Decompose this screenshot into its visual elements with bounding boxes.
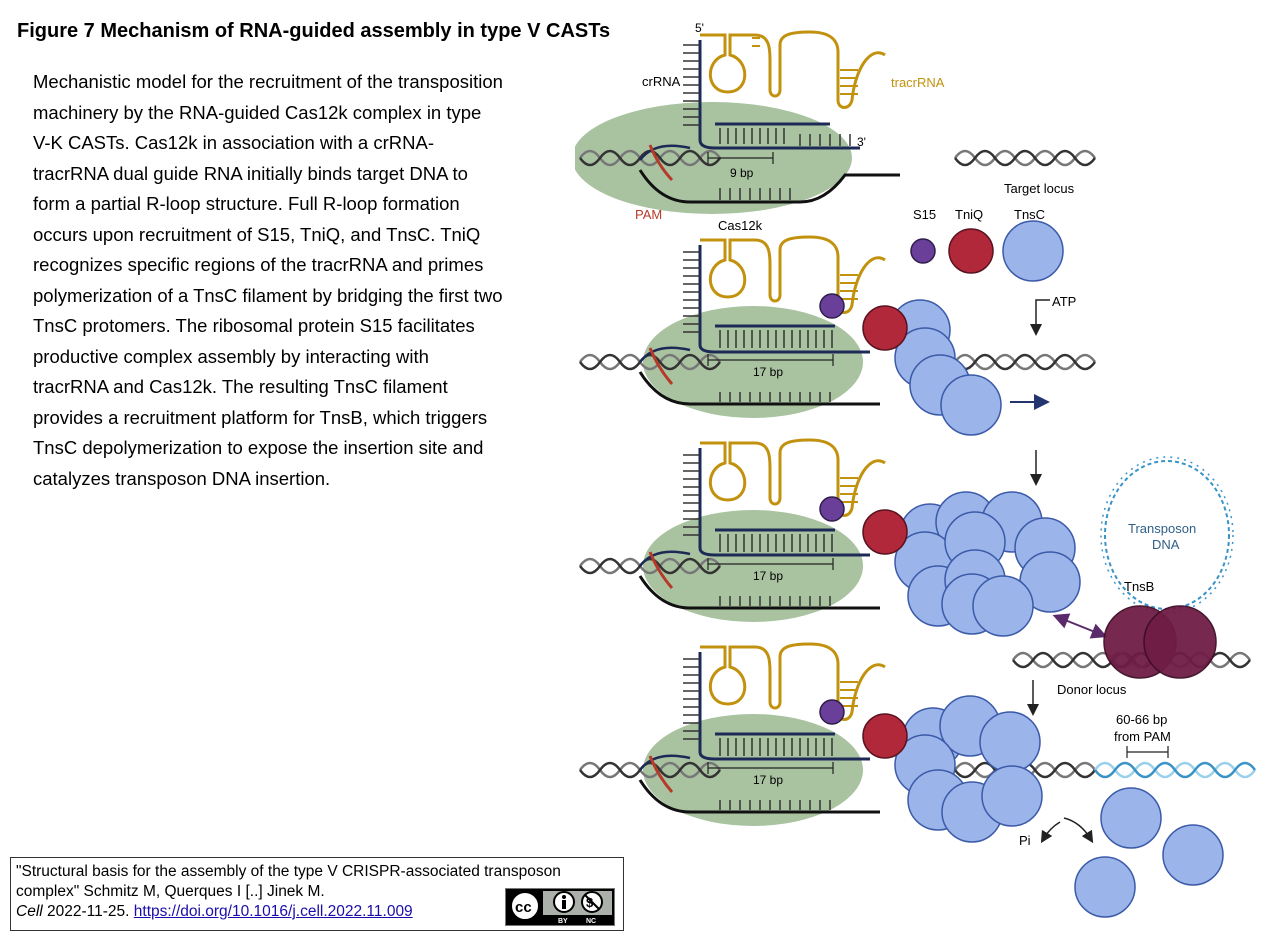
citation-box: "Structural basis for the assembly of th… (10, 857, 624, 931)
tnsc-protein (1162, 824, 1224, 886)
tracrrna-label: tracrRNA (891, 75, 945, 90)
distance-label-line1: 60-66 bp (1116, 712, 1167, 727)
donor-locus-label: Donor locus (1057, 682, 1127, 697)
transposon-label-line2: DNA (1152, 537, 1180, 552)
citation-title-line1: "Structural basis for the assembly of th… (16, 863, 561, 880)
tnsc-protein (981, 765, 1043, 827)
s15-protein (819, 699, 845, 725)
bp17-label: 17 bp (753, 569, 783, 583)
tniq-protein (862, 509, 908, 555)
citation-journal: Cell (16, 903, 43, 920)
crrna-label: crRNA (642, 74, 681, 89)
tnsc-label: TnsC (1014, 207, 1045, 222)
tnsc-protein (979, 711, 1041, 773)
pi-label: Pi (1019, 833, 1031, 848)
tnsc-protein (1100, 787, 1162, 849)
cc-by-nc-icon: cc $ BY NC (506, 889, 614, 925)
bp9-label: 9 bp (730, 166, 754, 180)
cc-nc-text: NC (586, 918, 596, 925)
doi-link[interactable]: https://doi.org/10.1016/j.cell.2022.11.0… (133, 903, 413, 920)
citation-date: 2022-11-25. (42, 903, 134, 920)
cc-by-text: BY (558, 918, 568, 925)
target-locus-label: Target locus (1004, 181, 1075, 196)
cas12k-label: Cas12k (718, 218, 763, 233)
tniq-protein (862, 305, 908, 351)
tniq-protein (862, 713, 908, 759)
s15-protein (819, 496, 845, 522)
tniq-label: TniQ (955, 207, 983, 222)
distance-label-line2: from PAM (1114, 729, 1171, 744)
three-prime-label: 3' (857, 135, 866, 149)
svg-text:cc: cc (515, 899, 532, 916)
tniq-protein (948, 228, 994, 274)
transposon-label-line1: Transposon (1128, 521, 1196, 536)
panel-insertion: 17 bp 60-66 bp from PAM Pi (578, 642, 1257, 918)
tnsb-protein (1143, 605, 1217, 679)
figure-title: Figure 7 Mechanism of RNA-guided assembl… (17, 20, 611, 42)
tnsb-label: TnsB (1124, 579, 1154, 594)
s15-label: S15 (913, 207, 936, 222)
figure-caption: Mechanistic model for the recruitment of… (33, 71, 503, 489)
panel-tnsb-recruitment: 17 bp Transposon DNA TnsB Donor locus (578, 438, 1252, 697)
mechanism-figure: 5' crRNA tracrRNA 3' 9 bp Target locus P… (575, 21, 1257, 918)
tnsc-protein (1002, 220, 1064, 282)
citation-authors-line: complex" Schmitz M, Querques I [..] Jine… (16, 883, 325, 900)
panel-full-rloop: 17 bp (578, 235, 1097, 436)
panel-initial-binding: 5' crRNA tracrRNA 3' 9 bp Target locus P… (575, 21, 1097, 282)
s15-protein (819, 293, 845, 319)
tnsc-protein (940, 374, 1002, 436)
svg-text:$: $ (586, 895, 594, 910)
s15-protein (910, 238, 936, 264)
pam-label: PAM (635, 207, 662, 222)
bp17-label: 17 bp (753, 365, 783, 379)
cc-license-badge[interactable]: cc $ BY NC (505, 888, 615, 926)
bp17-label: 17 bp (753, 773, 783, 787)
citation-source-line: Cell 2022-11-25. https://doi.org/10.1016… (16, 902, 623, 922)
tnsc-protein (972, 575, 1034, 637)
atp-label: ATP (1052, 294, 1076, 309)
five-prime-label: 5' (695, 21, 704, 35)
tnsc-protein (1074, 856, 1136, 918)
